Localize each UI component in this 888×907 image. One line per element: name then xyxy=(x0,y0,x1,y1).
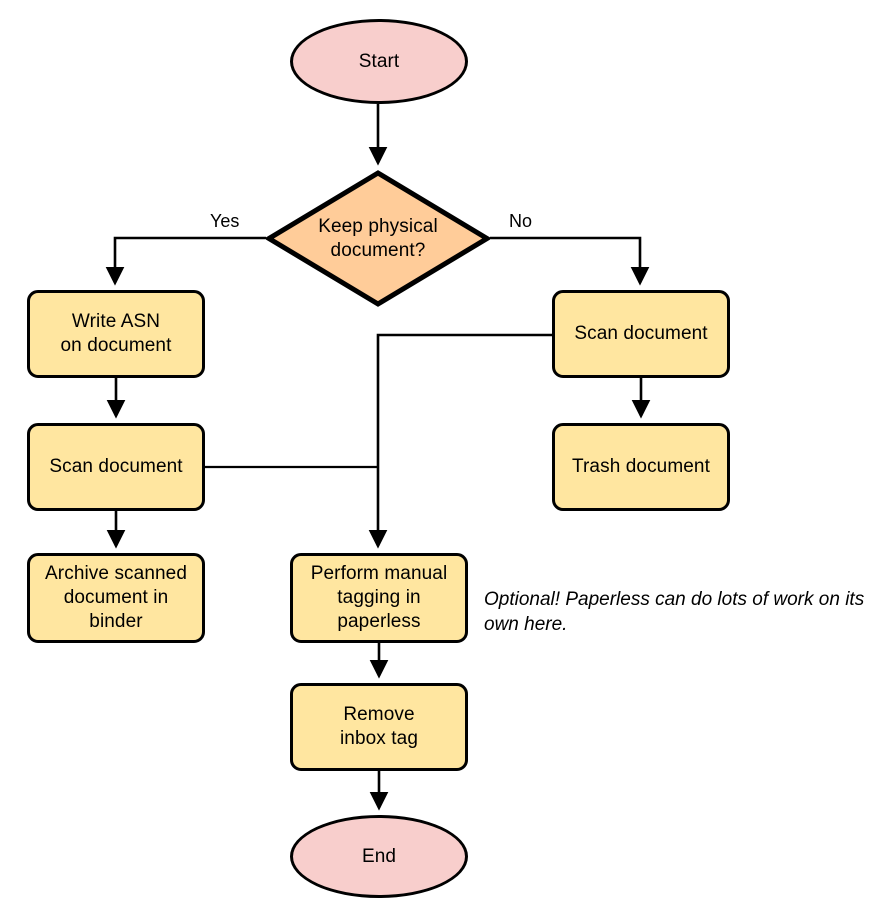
node-scan-document-left[interactable]: Scan document xyxy=(27,423,205,511)
diamond-shape xyxy=(266,170,490,307)
edge-scan-right-to-manual-tagging xyxy=(368,333,552,549)
node-archive-scanned-document-in-binder-label: Archive scanned document in binder xyxy=(45,563,187,632)
node-write-asn-on-document-label: Write ASN on document xyxy=(60,311,172,356)
edge-label-no: No xyxy=(509,211,533,231)
node-scan-document-right[interactable]: Scan document xyxy=(552,290,730,378)
node-keep-physical-document-label: Keep physical document? xyxy=(318,215,438,261)
node-perform-manual-tagging-in-paperless-label: Perform manual tagging in paperless xyxy=(310,563,448,632)
node-perform-manual-tagging-in-paperless[interactable]: Perform manual tagging in paperless xyxy=(290,553,468,643)
node-scan-document-left-label: Scan document xyxy=(49,456,183,477)
edge-label-yes: Yes xyxy=(210,211,240,231)
node-end-label: End xyxy=(361,845,397,867)
node-remove-inbox-tag[interactable]: Remove inbox tag xyxy=(290,683,468,771)
node-archive-scanned-document-in-binder[interactable]: Archive scanned document in binder xyxy=(27,553,205,643)
node-start[interactable]: Start xyxy=(290,19,468,104)
node-start-label: Start xyxy=(358,50,400,72)
node-keep-physical-document[interactable]: Keep physical document? xyxy=(266,170,490,307)
node-trash-document[interactable]: Trash document xyxy=(552,423,730,511)
node-trash-document-label: Trash document xyxy=(572,456,710,477)
node-write-asn-on-document[interactable]: Write ASN on document xyxy=(27,290,205,378)
edge-decision-no-to-scan-right xyxy=(490,236,650,286)
annotation-optional-note: Optional! Paperless can do lots of work … xyxy=(484,589,865,635)
node-end[interactable]: End xyxy=(290,815,468,898)
edge-decision-yes-to-write-asn xyxy=(105,236,266,286)
node-scan-document-right-label: Scan document xyxy=(574,323,708,344)
node-remove-inbox-tag-label: Remove inbox tag xyxy=(339,704,418,749)
